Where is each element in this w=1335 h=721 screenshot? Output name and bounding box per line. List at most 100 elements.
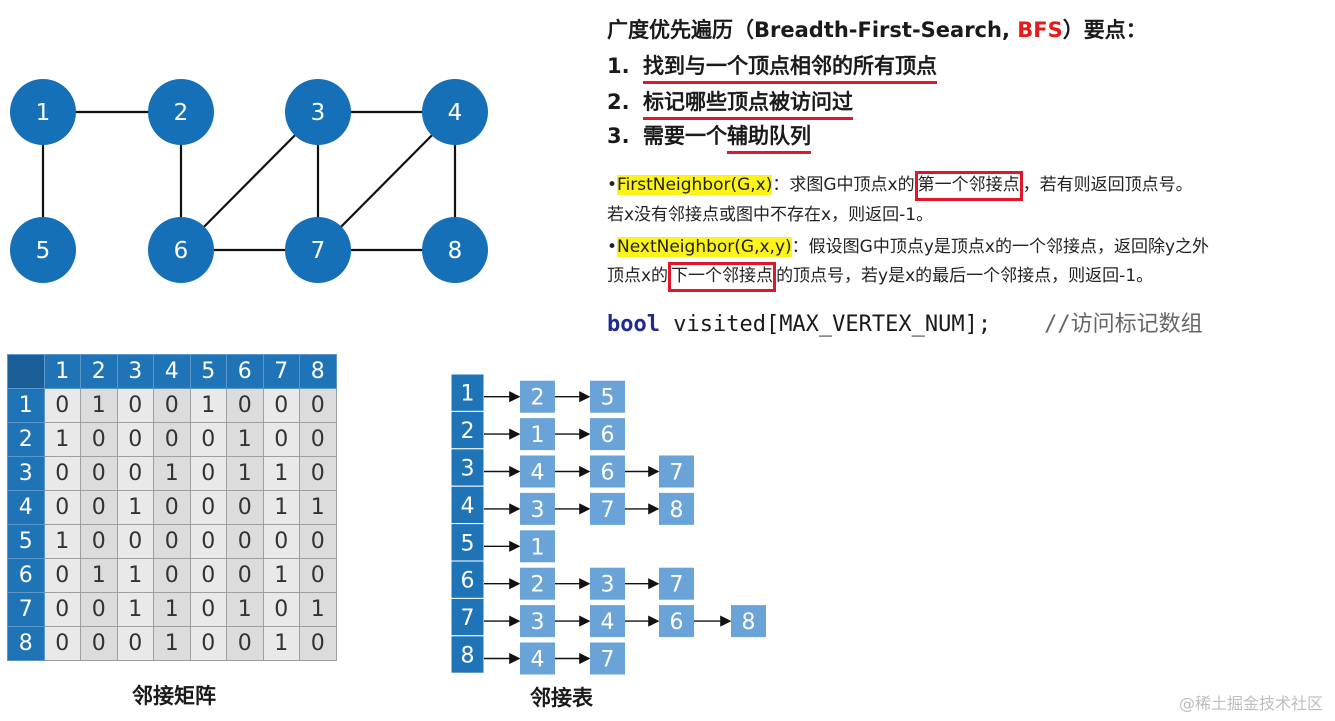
- matrix-cell: 0: [299, 456, 337, 491]
- list-node-label: 6: [601, 423, 615, 448]
- list-node: [520, 642, 555, 675]
- vertex-label-4: 4: [448, 100, 463, 126]
- code-comment: //访问标记数组: [1044, 312, 1203, 337]
- vertex-6: [148, 217, 214, 283]
- matrix-cell: 0: [226, 524, 264, 559]
- matrix-cell: 0: [153, 422, 191, 457]
- point-number: 3.: [607, 124, 630, 148]
- matrix-cell: 0: [153, 490, 191, 525]
- matrix-cell: 0: [299, 524, 337, 559]
- matrix-cell: 0: [43, 558, 81, 593]
- matrix-cell: 0: [153, 558, 191, 593]
- matrix-cell: 0: [189, 422, 227, 457]
- title-suffix: ）要点：: [1062, 18, 1147, 42]
- matrix-cell: 0: [116, 388, 154, 423]
- matrix-cell: 0: [43, 626, 81, 661]
- next-neighbor-desc-line2: 顶点x的下一个邻接点的顶点号，若y是x的最后一个邻接点，则返回-1。: [607, 261, 1153, 292]
- key-point-1: 1.找到与一个顶点相邻的所有顶点: [607, 50, 937, 84]
- list-node: [520, 492, 555, 525]
- key-point-3: 3.需要一个辅助队列: [607, 120, 811, 154]
- list-head-label: 3: [461, 457, 475, 482]
- list-node-label: 2: [531, 573, 545, 598]
- matrix-cell: 1: [262, 456, 300, 491]
- matrix-cell: 0: [226, 490, 264, 525]
- bfs-title: 广度优先遍历（Breadth-First-Search, BFS）要点：: [607, 14, 1147, 44]
- list-node: [520, 605, 555, 638]
- matrix-cell: 1: [43, 422, 81, 457]
- matrix-cell: 0: [80, 490, 118, 525]
- list-node-label: 8: [670, 498, 684, 523]
- matrix-cell: 1: [226, 456, 264, 491]
- vertex-label-1: 1: [36, 100, 51, 126]
- list-node-label: 7: [670, 573, 684, 598]
- matrix-col-header: 8: [299, 354, 337, 389]
- first-neighbor-desc-line2: 若x没有邻接点或图中不存在x，则返回-1。: [607, 205, 934, 225]
- matrix-cell: 1: [226, 422, 264, 457]
- matrix-cell: 0: [262, 422, 300, 457]
- matrix-row-header: 8: [7, 626, 45, 661]
- list-node-label: 4: [531, 648, 545, 673]
- matrix-cell: 0: [189, 524, 227, 559]
- first-neighbor-name: FirstNeighbor(G,x): [617, 175, 773, 195]
- list-node-label: 6: [601, 461, 615, 486]
- matrix-row-header: 6: [7, 558, 45, 593]
- list-node: [590, 605, 625, 638]
- list-node: [659, 492, 694, 525]
- list-node: [590, 418, 625, 451]
- matrix-col-header: 6: [226, 354, 264, 389]
- list-node: [520, 418, 555, 451]
- title-prefix: 广度优先遍历（: [607, 18, 754, 42]
- matrix-cell: 0: [153, 524, 191, 559]
- list-node-label: 7: [670, 461, 684, 486]
- list-head-label: 4: [461, 494, 475, 519]
- vertex-1: [10, 79, 76, 145]
- point-text: 找到与一个顶点相邻的所有顶点: [643, 54, 937, 84]
- list-node-label: 8: [742, 610, 756, 635]
- matrix-cell: 0: [80, 456, 118, 491]
- boxed-term-first: 第一个邻接点: [914, 171, 1023, 201]
- list-node-label: 2: [531, 386, 545, 411]
- next-neighbor-desc: •NextNeighbor(G,x,y)：假设图G中顶点y是顶点x的一个邻接点，…: [607, 232, 1209, 257]
- list-caption: 邻接表: [530, 686, 593, 710]
- list-node: [520, 380, 555, 413]
- matrix-col-header: 2: [80, 354, 118, 389]
- matrix-corner: [7, 354, 45, 389]
- list-node-label: 1: [531, 423, 545, 448]
- point-number: 2.: [607, 90, 630, 114]
- list-node-label: 5: [601, 386, 615, 411]
- matrix-cell: 1: [80, 388, 118, 423]
- list-head-7: [450, 597, 485, 637]
- matrix-cell: 0: [299, 558, 337, 593]
- list-head-6: [450, 560, 485, 599]
- matrix-cell: 0: [80, 626, 118, 661]
- list-node-label: 4: [531, 461, 545, 486]
- list-node: [731, 605, 766, 638]
- list-node: [590, 642, 625, 675]
- matrix-cell: 0: [116, 422, 154, 457]
- matrix-row-header: 3: [7, 456, 45, 491]
- matrix-cell: 0: [262, 388, 300, 423]
- matrix-cell: 0: [226, 626, 264, 661]
- matrix-cell: 0: [43, 592, 81, 627]
- matrix-cell: 1: [153, 626, 191, 661]
- desc-text: ：假设图G中顶点y是顶点x的一个邻接点，返回除y之外: [791, 237, 1210, 257]
- matrix-cell: 0: [226, 558, 264, 593]
- list-head-8: [450, 635, 485, 674]
- matrix-cell: 0: [189, 558, 227, 593]
- list-node: [590, 492, 625, 525]
- list-node: [659, 567, 694, 600]
- matrix-cell: 1: [116, 592, 154, 627]
- title-abbr: BFS: [1017, 18, 1063, 42]
- list-node-label: 4: [601, 610, 615, 635]
- code-statement: visited[MAX_VERTEX_NUM];: [659, 312, 992, 337]
- boxed-term-next: 下一个邻接点: [668, 262, 777, 292]
- list-node: [659, 455, 694, 488]
- matrix-cell: 0: [80, 422, 118, 457]
- vertex-label-3: 3: [311, 100, 326, 126]
- visited-array-code: bool visited[MAX_VERTEX_NUM]; //访问标记数组: [607, 306, 1203, 338]
- key-point-2: 2.标记哪些顶点被访问过: [607, 86, 853, 120]
- point-text-plain: 需要一个: [643, 124, 727, 148]
